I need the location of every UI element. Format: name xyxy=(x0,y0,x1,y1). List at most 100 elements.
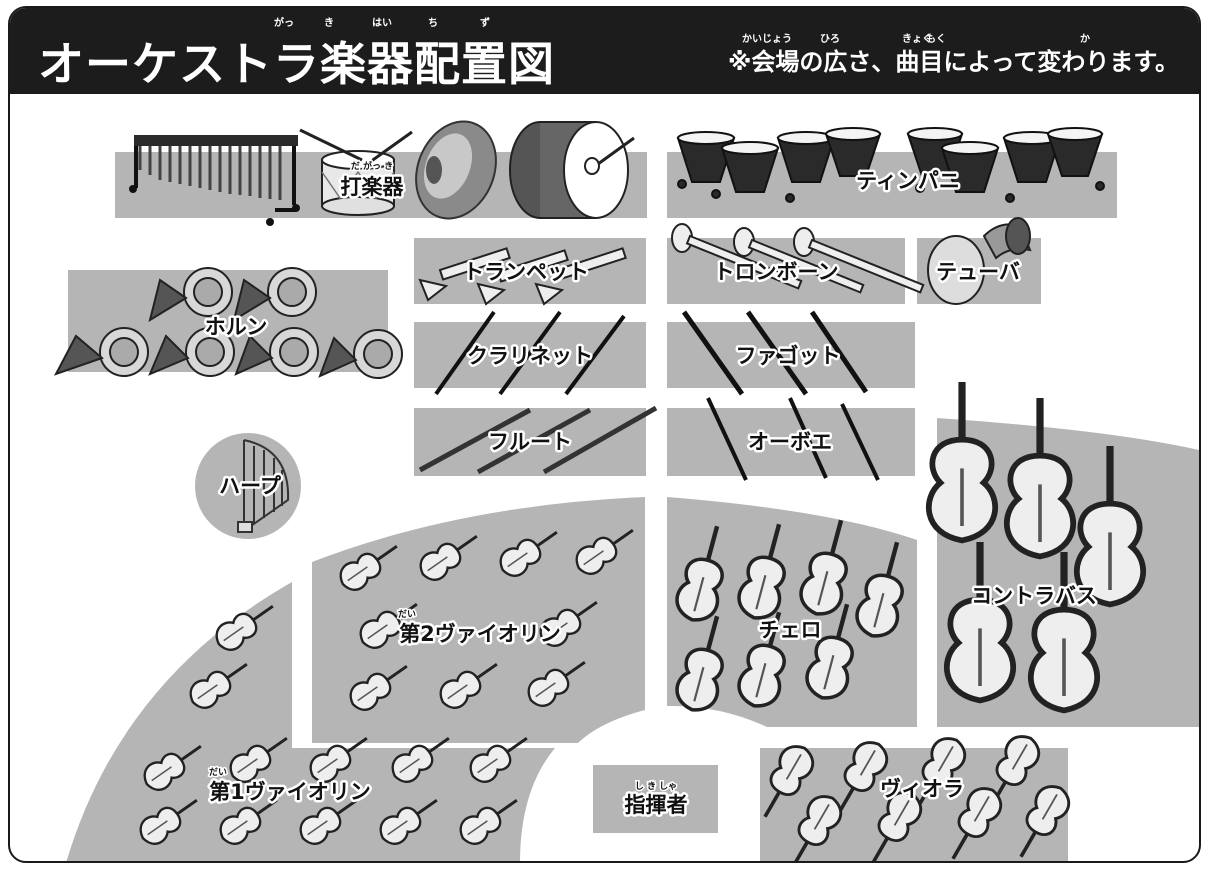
bassoon-icon xyxy=(809,310,869,394)
clarinet-icon xyxy=(434,310,496,396)
violin-icon xyxy=(359,602,418,649)
viola-icon xyxy=(1019,785,1071,858)
trombone-icon xyxy=(793,227,925,294)
horn-label: ホルン xyxy=(205,315,268,339)
cello-icon xyxy=(805,603,854,700)
clarinet-icon xyxy=(498,310,562,396)
trumpet-icon xyxy=(476,249,569,306)
oboe-icon xyxy=(788,397,828,479)
viola-icon xyxy=(871,791,923,861)
cello-icon xyxy=(675,615,724,712)
horn-icons xyxy=(53,267,403,379)
note-ruby-2: じょう xyxy=(762,34,792,45)
trombone-icon xyxy=(733,227,865,294)
oboe-label: オーボエ xyxy=(748,430,832,454)
viola-label: ヴィオラ xyxy=(880,777,964,801)
violin-icon xyxy=(219,798,278,845)
conductor-area xyxy=(593,765,718,833)
violin-icon xyxy=(379,798,438,845)
violin-icon xyxy=(459,798,518,845)
violin-icon xyxy=(469,736,528,783)
horn-icon xyxy=(148,267,233,323)
cello-icon xyxy=(737,523,786,620)
horn-icon xyxy=(234,327,319,377)
header-bar: がっ き はい ち ず オーケストラ楽器配置図 かい じょう ひろ きょく もく… xyxy=(10,8,1199,94)
percussion-ruby: だ がっ き xyxy=(351,160,393,172)
note-ruby-1: かい xyxy=(742,34,762,45)
note-ruby-3: ひろ xyxy=(820,34,840,45)
page-title: オーケストラ楽器配置図 xyxy=(38,37,555,91)
cymbal-icon xyxy=(415,120,497,220)
trumpet-icon xyxy=(418,247,511,302)
violin-icon xyxy=(309,736,368,783)
oboe-icon xyxy=(706,397,748,481)
layout-note: ※会場の広さ、曲目によって変わります。 xyxy=(727,48,1179,76)
violin-icon xyxy=(499,530,558,577)
violin1-area xyxy=(66,582,555,861)
trombone-icon xyxy=(671,223,803,290)
cello-icon xyxy=(737,611,786,708)
flute-icon xyxy=(542,405,658,475)
note-ruby-4: きょく xyxy=(902,34,932,45)
note-ruby-6: か xyxy=(1080,34,1090,45)
viola-icon xyxy=(915,737,967,810)
flute-icon xyxy=(476,407,592,475)
violin-icon xyxy=(215,604,274,651)
viola-icon xyxy=(763,745,815,818)
violin2-label: 第2ヴァイオリン xyxy=(399,622,561,646)
violin-icon xyxy=(299,798,358,845)
horn-icon xyxy=(53,327,149,377)
horn-icon xyxy=(318,329,403,379)
tuba-label: テューバ xyxy=(936,260,1020,284)
harp-icon xyxy=(237,439,290,533)
bass-drum-icon xyxy=(509,121,635,219)
oboe-icon xyxy=(840,403,880,481)
contrabass-icon xyxy=(1003,398,1077,560)
title-ruby-3: はい xyxy=(372,18,392,29)
violin-icon xyxy=(349,664,408,711)
horn-icon xyxy=(232,267,317,323)
horn-icon xyxy=(148,327,235,377)
trumpet-icons xyxy=(418,247,627,306)
violin-icon xyxy=(575,528,634,575)
trombone-icons xyxy=(671,223,925,294)
clarinet-label: クラリネット xyxy=(467,344,593,368)
violin-icon xyxy=(391,736,450,783)
cello-icon xyxy=(799,519,848,616)
viola-icon xyxy=(791,795,843,861)
violin-icon xyxy=(439,662,498,709)
bassoon-icon xyxy=(745,310,809,396)
title-ruby-2: き xyxy=(324,18,334,29)
violin-icon xyxy=(339,544,398,591)
conductor-label: 指揮者 xyxy=(625,793,688,817)
oboe-icons xyxy=(706,397,880,481)
timpani-label: ティンパニ xyxy=(856,169,960,193)
violin-icon xyxy=(143,744,202,791)
contrabass-icon xyxy=(925,382,999,544)
clarinet-icons xyxy=(434,310,626,396)
bassoon-label: ファゴット xyxy=(736,344,841,368)
violin1-ruby: だい xyxy=(209,767,227,778)
flute-icon xyxy=(418,407,532,473)
violin1-label: 第1ヴァイオリン xyxy=(209,780,371,804)
flute-icons xyxy=(418,405,658,475)
cello-icon xyxy=(855,541,904,638)
title-ruby-1: がっ xyxy=(274,18,294,29)
trumpet-icon xyxy=(534,247,627,306)
flute-label: フルート xyxy=(488,430,572,454)
cello-label: チェロ xyxy=(759,618,822,642)
violin-icon xyxy=(139,798,198,845)
bassoon-icon xyxy=(681,310,745,396)
violin-icon xyxy=(527,660,586,707)
violin-icon xyxy=(229,736,288,783)
viola-icon xyxy=(951,787,1003,860)
cello-icon xyxy=(675,525,724,622)
violin2-ruby: だい xyxy=(398,609,416,620)
harp-label: ハープ xyxy=(219,474,282,498)
percussion-label: 打楽器 xyxy=(341,175,405,199)
title-ruby-5: ず xyxy=(480,18,490,29)
violin-icon xyxy=(419,534,478,581)
violin-icon xyxy=(539,600,598,647)
timpani-icon xyxy=(676,127,1105,203)
